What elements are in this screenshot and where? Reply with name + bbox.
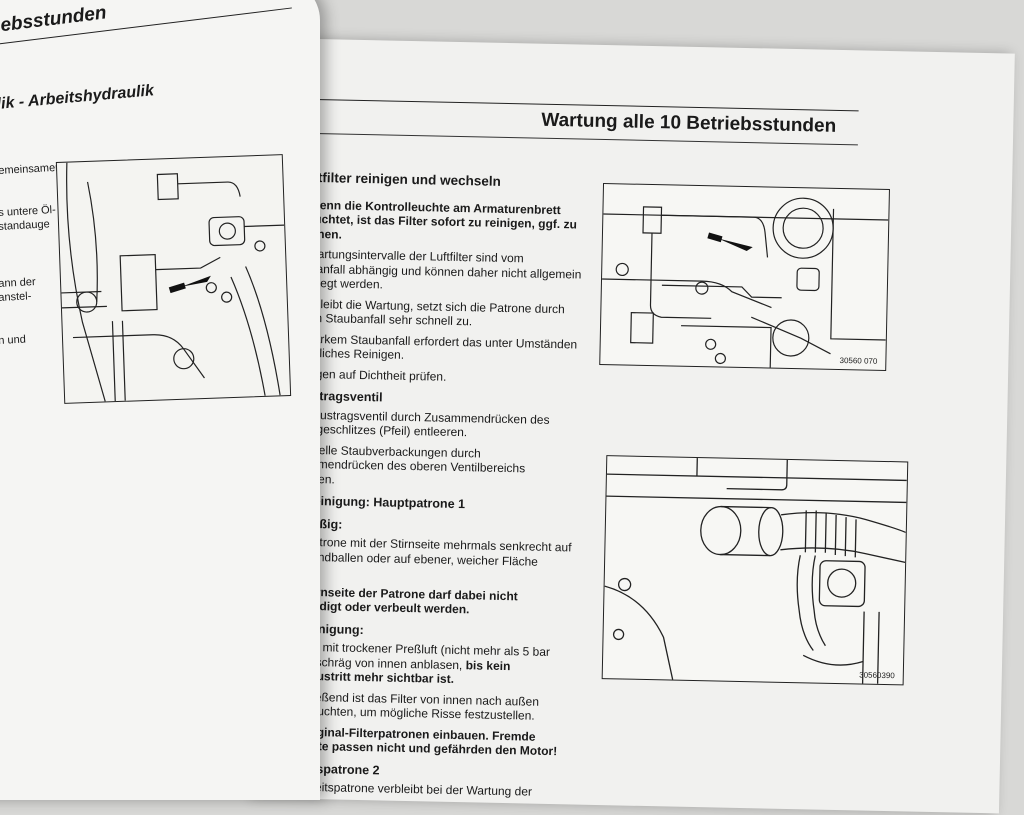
paragraph: Anschließend ist das Filter von innen na… (275, 688, 540, 723)
text-fragment: anstel- (0, 290, 32, 304)
figure-hydraulic-line-drawing (55, 154, 292, 404)
text-column: uftfilter reinigen und wechseln Nur wenn… (274, 170, 587, 806)
subheading: nsivreinigung: (277, 620, 364, 637)
section-title: uftfilter reinigen und wechseln (304, 169, 501, 189)
paragraph: Die Wartungsintervalle der Luftfilter si… (284, 246, 582, 292)
paragraph: Patrone mit trockener Preßluft (nicht me… (276, 639, 577, 689)
left-page: iebsstunden lik - Arbeitshydraulik emein… (0, 0, 320, 800)
paragraph-warning: Nur wenn die Kontrolleuchte am Armaturen… (286, 197, 578, 241)
subheading: ubaustragsventil (282, 388, 383, 405)
subheading: ckenreinigung: Hauptpatrone 1 (280, 493, 466, 512)
right-page: Wartung alle 10 Betriebsstunden uftfilte… (254, 38, 1015, 814)
figure-caption: 30560 070 (839, 355, 878, 366)
left-section-title: lik - Arbeitshydraulik (0, 82, 155, 113)
text-fragment: n und (0, 333, 27, 347)
paragraph: Filterpatrone mit der Stirnseite mehrmal… (279, 534, 572, 578)
engine-drawing-2 (604, 458, 907, 684)
subheading: elfsmäßig: (280, 516, 580, 537)
engine-drawing-1 (602, 197, 889, 368)
paragraph: Unterbleibt die Wartung, setzt sich die … (284, 295, 565, 329)
paragraph: Bei starkem Staubanfall erfordert das un… (283, 330, 578, 362)
figure-filter-line-drawing: 30560 070 (599, 183, 890, 371)
paragraph-warning: Die Stirnseite der Patrone darf dabei ni… (277, 583, 518, 617)
figure-caption: 30560390 (859, 670, 895, 681)
paragraph: Eventuelle Staubverbackungen durch Zusam… (280, 442, 526, 486)
figure-valve-line-drawing: 30560390 (601, 455, 909, 686)
paragraph: Staubaustragsventil durch Zusammendrücke… (281, 406, 550, 440)
engine-drawing-left (61, 162, 285, 402)
paragraph-warning: Nur Original-Filterpatronen einbauen. Fr… (275, 723, 558, 759)
header-rule (308, 98, 859, 112)
paragraph: Leitungen auf Dichtheit prüfen. (282, 365, 447, 384)
page-header-title: Wartung alle 10 Betriebsstunden (541, 109, 837, 137)
text-fragment: emeinsamen (0, 161, 62, 177)
text-fragment: standauge (0, 218, 51, 233)
